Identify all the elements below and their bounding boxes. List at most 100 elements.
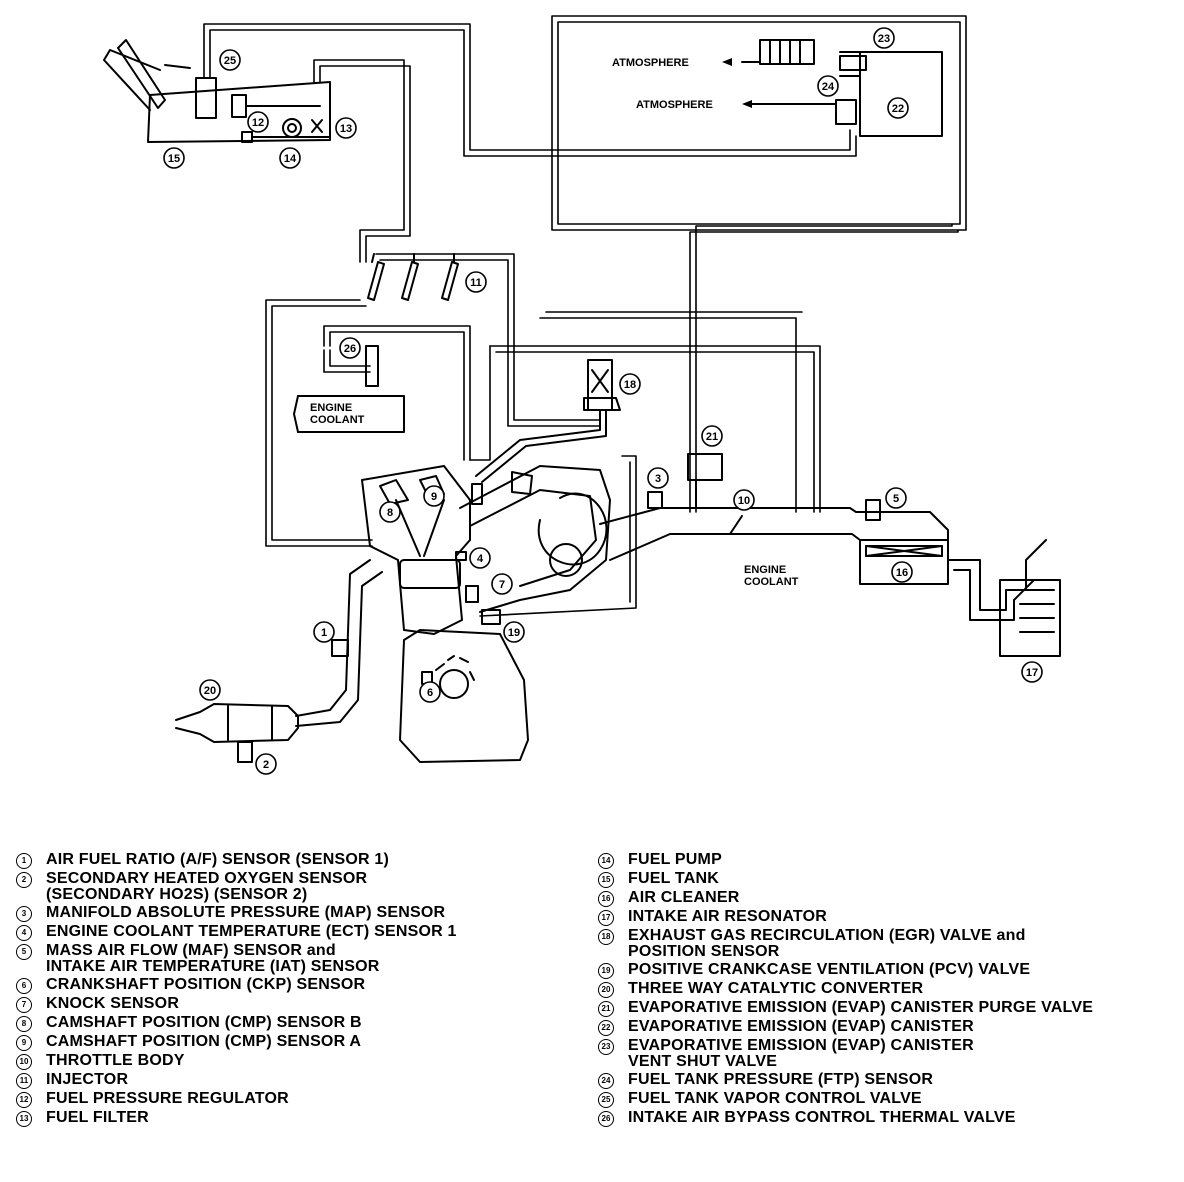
purge-line (689, 223, 959, 513)
callout-number: 1 (321, 627, 327, 639)
legend-item: 11 INJECTOR (16, 1072, 586, 1089)
callout-9: 9 (423, 485, 445, 507)
legend-text: SECONDARY HEATED OXYGEN SENSOR (SECONDAR… (46, 870, 368, 903)
callout-3: 3 (647, 467, 669, 489)
callout-17: 17 (1021, 661, 1043, 683)
legend-text: AIR CLEANER (628, 889, 740, 906)
legend-text: FUEL TANK (628, 870, 719, 887)
callout-circle (1021, 661, 1043, 683)
egr-valve (475, 359, 621, 483)
legend-text: KNOCK SENSOR (46, 995, 180, 1012)
callout-12: 12 (247, 111, 269, 133)
callout-number: 3 (655, 473, 661, 485)
legend-text: MANIFOLD ABSOLUTE PRESSURE (MAP) SENSOR (46, 904, 446, 921)
bypass-air-line (265, 299, 471, 547)
callout-circle (469, 547, 491, 569)
legend-number-badge: 9 (16, 1035, 32, 1051)
legend-text: FUEL PUMP (628, 851, 722, 868)
legend-number-badge: 25 (598, 1092, 614, 1108)
legend-text: FUEL TANK PRESSURE (FTP) SENSOR (628, 1071, 934, 1088)
callout-26: 26 (339, 337, 361, 359)
legend-item: 3 MANIFOLD ABSOLUTE PRESSURE (MAP) SENSOR (16, 905, 586, 922)
callout-circle (491, 573, 513, 595)
callout-number: 25 (224, 55, 236, 67)
legend-item: 14 FUEL PUMP (598, 852, 1176, 869)
callout-7: 7 (491, 573, 513, 595)
legend-item: 9 CAMSHAFT POSITION (CMP) SENSOR A (16, 1034, 586, 1051)
callout-number: 5 (893, 493, 899, 505)
air-cleaner (859, 539, 949, 585)
legend-number-badge: 7 (16, 997, 32, 1013)
air-lines (469, 311, 821, 513)
callout-5: 5 (885, 487, 907, 509)
callout-circle (313, 621, 335, 643)
legend-number-badge: 3 (16, 906, 32, 922)
legend-number-badge: 12 (16, 1092, 32, 1108)
callout-number: 11 (470, 277, 482, 289)
legend-text: EXHAUST GAS RECIRCULATION (EGR) VALVE an… (628, 927, 1026, 960)
legend-number-badge: 15 (598, 872, 614, 888)
legend-text: INTAKE AIR RESONATOR (628, 908, 827, 925)
callout-13: 13 (335, 117, 357, 139)
legend-text: MASS AIR FLOW (MAF) SENSOR and INTAKE AI… (46, 942, 380, 975)
legend-number-badge: 22 (598, 1020, 614, 1036)
atmosphere-label-2: ATMOSPHERE (636, 99, 713, 111)
legend-text: ENGINE COOLANT TEMPERATURE (ECT) SENSOR … (46, 923, 457, 940)
legend-number-badge: 4 (16, 925, 32, 941)
callout-number: 22 (892, 103, 904, 115)
callout-25: 25 (219, 49, 241, 71)
callout-19: 19 (503, 621, 525, 643)
callout-number: 24 (822, 81, 835, 93)
callout-circle (219, 49, 241, 71)
legend-number-badge: 26 (598, 1111, 614, 1127)
callout-circle (733, 489, 755, 511)
callout-number: 20 (204, 685, 216, 697)
callout-1: 1 (313, 621, 335, 643)
legend-number-badge: 14 (598, 853, 614, 869)
callout-number: 15 (168, 153, 180, 165)
callout-16: 16 (891, 561, 913, 583)
legend-number-badge: 11 (16, 1073, 32, 1089)
callout-number: 23 (878, 33, 890, 45)
callout-number: 9 (431, 491, 437, 503)
callout-circle (619, 373, 641, 395)
legend-number-badge: 19 (598, 963, 614, 979)
legend-item: 23 EVAPORATIVE EMISSION (EVAP) CANISTER V… (598, 1038, 1176, 1070)
legend-text: CAMSHAFT POSITION (CMP) SENSOR A (46, 1033, 362, 1050)
callout-number: 10 (738, 495, 750, 507)
callout-circle (701, 425, 723, 447)
intake-duct (599, 453, 949, 561)
legend-text: FUEL PRESSURE REGULATOR (46, 1090, 289, 1107)
callout-10: 10 (733, 489, 755, 511)
callout-circle (339, 337, 361, 359)
legend-item: 7 KNOCK SENSOR (16, 996, 586, 1013)
legend-number-badge: 23 (598, 1039, 614, 1055)
callout-15: 15 (163, 147, 185, 169)
legend-text: FUEL FILTER (46, 1109, 149, 1126)
legend-number-badge: 20 (598, 982, 614, 998)
callout-number: 2 (263, 759, 269, 771)
atmosphere-arrows (722, 58, 752, 108)
legend-text: INJECTOR (46, 1071, 129, 1088)
callout-circle (465, 271, 487, 293)
callout-number: 13 (340, 123, 352, 135)
legend-text: POSITIVE CRANKCASE VENTILATION (PCV) VAL… (628, 961, 1031, 978)
legend-number-badge: 17 (598, 910, 614, 926)
legend-text: EVAPORATIVE EMISSION (EVAP) CANISTER VEN… (628, 1037, 974, 1070)
callout-number: 21 (706, 431, 718, 443)
callout-circle (335, 117, 357, 139)
legend-item: 19 POSITIVE CRANKCASE VENTILATION (PCV) V… (598, 962, 1176, 979)
engine-coolant-passage (293, 395, 405, 433)
callout-number: 16 (896, 567, 908, 579)
legend-text: CAMSHAFT POSITION (CMP) SENSOR B (46, 1014, 362, 1031)
callout-number: 19 (508, 627, 520, 639)
